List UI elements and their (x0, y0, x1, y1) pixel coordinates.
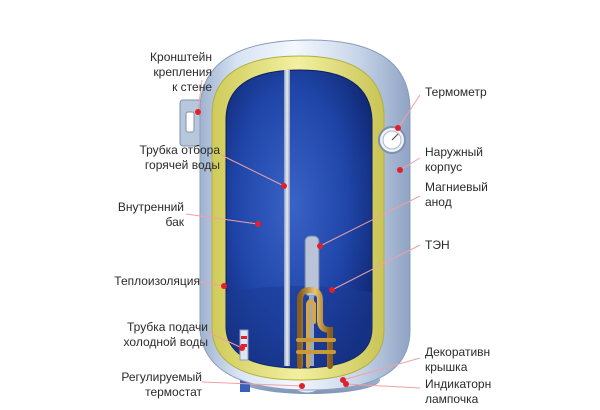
thermometer-dial (378, 126, 406, 154)
hot-water-pipe (284, 70, 290, 366)
magnesium-anode (304, 235, 320, 366)
label-lamp: Индикаторн лампочка (425, 377, 492, 406)
label-bracket: Кронштейн крепления к стене (150, 50, 212, 94)
label-outer-body: Наружный корпус (425, 145, 483, 174)
label-insulation: Теплоизоляция (114, 274, 200, 288)
label-hot-pipe: Трубка отбора горячей воды (139, 143, 220, 172)
label-thermostat: Регулируемый термостат (121, 370, 202, 399)
cold-water-pipe (239, 329, 249, 361)
heating-element (296, 286, 336, 369)
pointer-lines (185, 79, 421, 389)
label-thermometer: Термометр (425, 85, 487, 99)
label-heater: ТЭН (425, 238, 450, 252)
label-anode: Магниевый анод (425, 180, 488, 209)
pointer-dots (195, 109, 403, 389)
label-cold-pipe: Трубка подачи холодной воды (123, 320, 208, 349)
label-inner-tank: Внутренний бак (117, 200, 184, 229)
label-cover: Декоративн крышка (425, 345, 491, 374)
